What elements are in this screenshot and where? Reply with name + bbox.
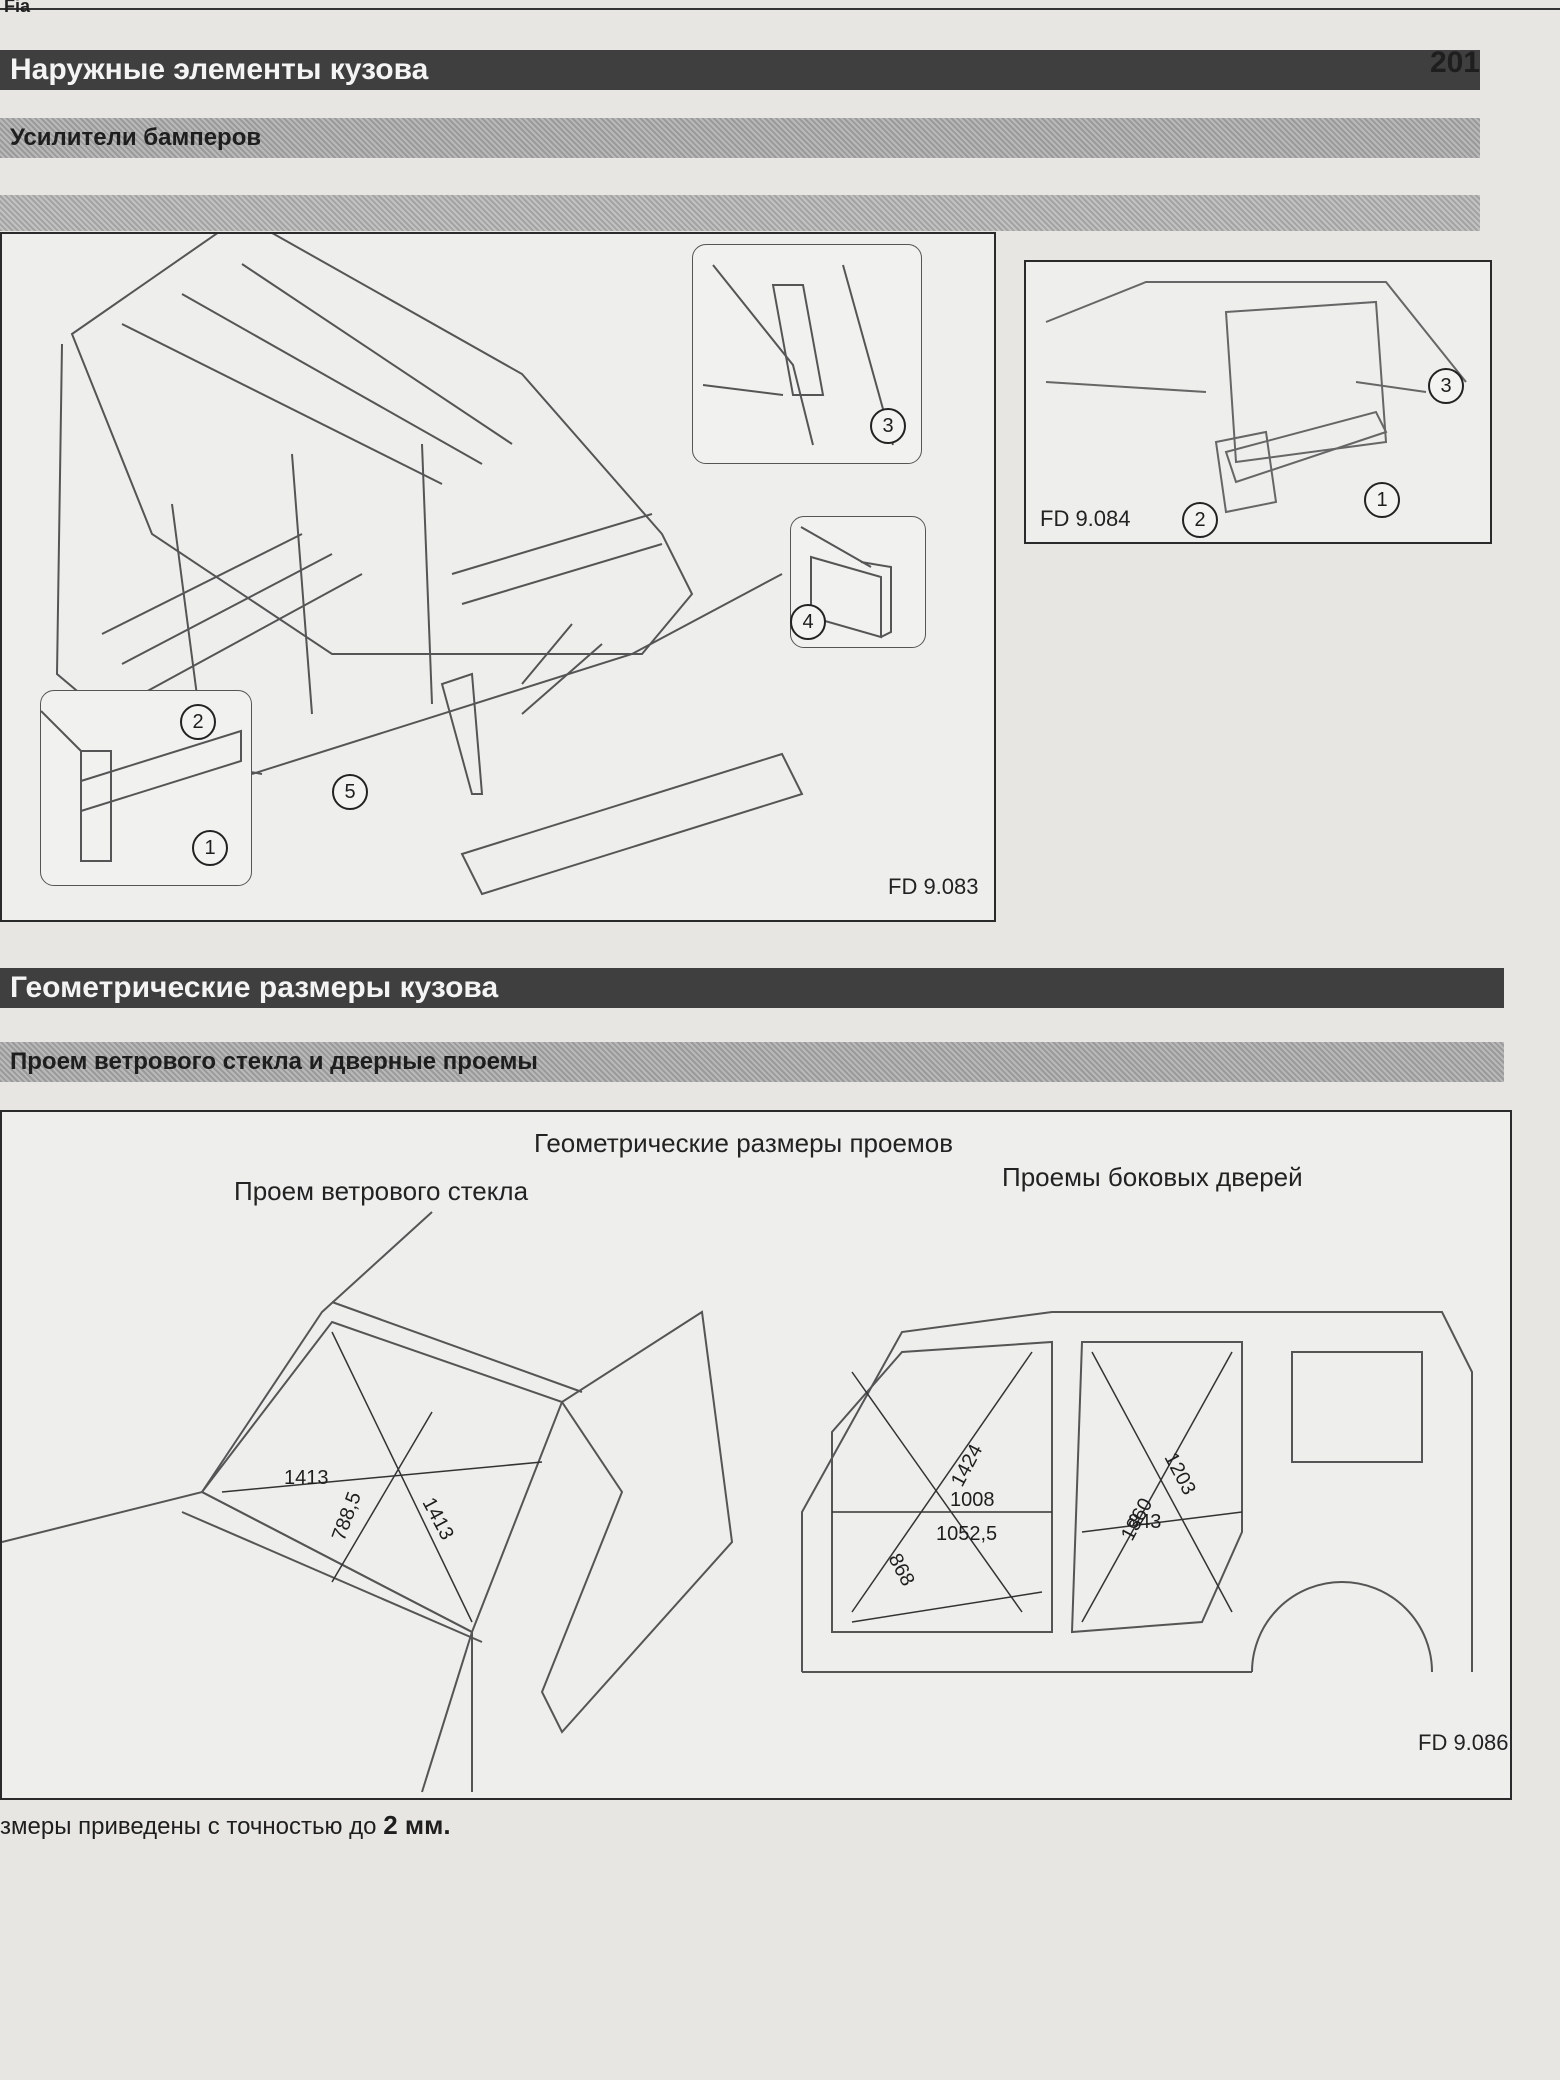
corner-header-text: Fia	[4, 0, 31, 16]
dim-front-door-width: 1008	[950, 1489, 995, 1511]
inset-1-2-drawing	[41, 710, 242, 862]
dim-rear-door-width: 843	[1128, 1511, 1161, 1533]
page-number: 201	[1429, 46, 1480, 79]
figure-label-084: FD 9.084	[1040, 506, 1131, 531]
dim-rear-door-diagonal-b: 1203	[1160, 1449, 1200, 1499]
callout-1: 1	[192, 830, 228, 866]
footnote-bold: 2 мм.	[383, 1810, 451, 1840]
caption-side-door-openings: Проемы боковых дверей	[1002, 1162, 1303, 1192]
figure-fd-9-084: 3 1 2 FD 9.084	[1024, 260, 1492, 544]
inset-4-drawing	[800, 526, 892, 639]
decor-stripe	[0, 195, 1480, 231]
openings-drawing: 1413 788,5 1413 868 1424 1008 1052,5 136…	[2, 1211, 1473, 1793]
caption-windshield-opening: Проем ветрового стекла	[234, 1176, 529, 1206]
dim-windshield-width: 1413	[284, 1467, 329, 1489]
top-rule	[0, 8, 1560, 10]
dim-windshield-diagonal: 1413	[418, 1494, 458, 1544]
callout-2: 2	[1182, 502, 1218, 538]
van-body-drawing	[55, 234, 804, 896]
callout-2: 2	[180, 704, 216, 740]
figure-fd-9-083: 3 4 2 1 5 FD 9.083	[0, 232, 996, 922]
callout-1: 1	[1364, 482, 1400, 518]
figure-title-openings: Геометрические размеры проемов	[534, 1128, 954, 1158]
callout-4: 4	[790, 604, 826, 640]
figure-label-083: FD 9.083	[888, 874, 979, 899]
footnote-precision: змеры приведены с точностью до 2 мм.	[0, 1810, 451, 1841]
section-title-exterior: Наружные элементы кузова	[0, 50, 1480, 90]
subsection-title-openings: Проем ветрового стекла и дверные проемы	[0, 1042, 1504, 1082]
callout-3: 3	[1428, 368, 1464, 404]
callout-3: 3	[870, 408, 906, 444]
footnote-text: змеры приведены с точностью до	[0, 1813, 384, 1840]
section-title-geometry: Геометрические размеры кузова	[0, 968, 1504, 1008]
figure-fd-9-086: 1413 788,5 1413 868 1424 1008 1052,5 136…	[0, 1110, 1512, 1800]
figure-label-086: FD 9.086	[1418, 1730, 1509, 1755]
van-rear-drawing	[1045, 281, 1467, 514]
dim-front-door-bottom: 1052,5	[936, 1523, 997, 1545]
dim-front-door-diagonal-a: 868	[884, 1550, 919, 1590]
subsection-title-bumpers: Усилители бамперов	[0, 118, 1480, 158]
callout-5: 5	[332, 774, 368, 810]
